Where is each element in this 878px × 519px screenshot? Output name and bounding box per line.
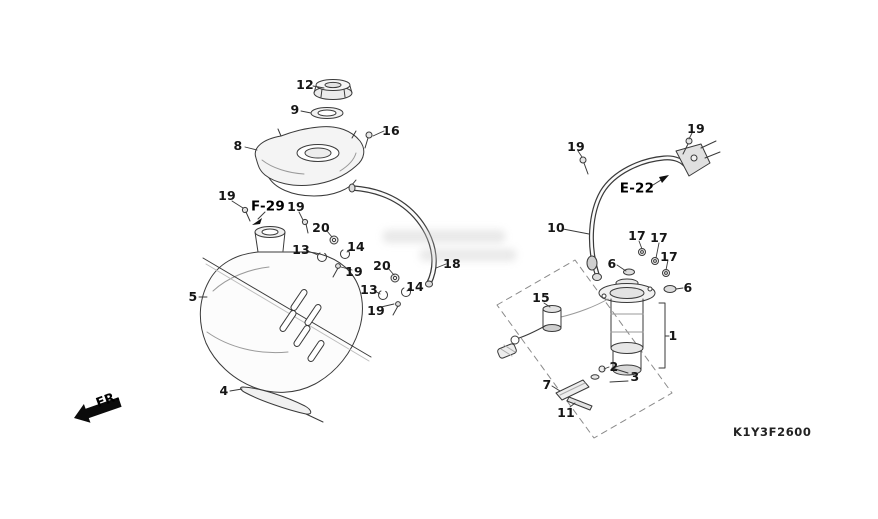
part-number-label: 4 — [219, 382, 229, 398]
part-number-label: 11 — [557, 404, 575, 420]
plate-and-bolt-icons — [555, 379, 593, 411]
part-number-label: 7 — [542, 376, 552, 392]
front-direction-arrow — [74, 397, 122, 423]
fuel-pump-module-icon — [598, 278, 656, 376]
cover-screw-icon — [364, 131, 373, 149]
part-number-label: 16 — [382, 122, 400, 138]
part-number-label: 15 — [532, 289, 550, 305]
packing-parts-icons — [590, 365, 629, 383]
fuel-feed-hose-icon — [586, 155, 690, 281]
cap-seal-ring-icon — [310, 107, 344, 119]
reference-arrows — [252, 175, 669, 225]
breather-hose-icon — [348, 183, 437, 288]
part-number-label: 19 — [345, 263, 363, 279]
filler-neck-icon — [254, 226, 286, 253]
watermark-smudge — [383, 230, 505, 243]
part-number-label: 12 — [296, 76, 314, 92]
watermark-smudge — [420, 249, 516, 261]
diagram-ref-label: E-22 — [619, 180, 655, 197]
part-number-label: 5 — [188, 288, 198, 304]
part-number-label: 19 — [367, 302, 385, 318]
part-number-label: 17 — [628, 227, 646, 243]
part-number-label: 9 — [290, 101, 300, 117]
assembly-bracket-line — [658, 302, 670, 369]
part-number-label: 18 — [443, 255, 461, 271]
part-number-label: 1 — [668, 327, 678, 343]
leader-lines — [198, 85, 693, 408]
quick-connector-icon — [675, 140, 721, 177]
hose-clamp-set-a — [317, 235, 350, 278]
tank-bolt-icons-left — [241, 206, 309, 234]
tank-cover-icon — [254, 126, 366, 197]
part-number-label: 10 — [547, 219, 565, 235]
fuel-tank-icon — [199, 251, 372, 393]
part-number-label: 8 — [233, 137, 243, 153]
pump-unit-icon — [497, 298, 609, 359]
part-number-label: 13 — [292, 241, 310, 257]
part-number-label: 20 — [312, 219, 330, 235]
fuel-filler-cap-icon — [313, 79, 353, 100]
part-number-label: 3 — [630, 368, 640, 384]
diagram-ref-label: F-29 — [251, 198, 285, 215]
tank-vent-slots — [279, 289, 325, 362]
part-number-label: 19 — [218, 187, 236, 203]
part-number-label: 2 — [609, 358, 619, 374]
bolt-icons-right — [579, 137, 693, 175]
part-number-label: 6 — [607, 255, 617, 271]
part-number-label: 14 — [406, 278, 424, 294]
part-number-label: 14 — [347, 238, 365, 254]
part-number-label: 19 — [287, 198, 305, 214]
part-number-label: 17 — [650, 229, 668, 245]
part-number-label: 19 — [567, 138, 585, 154]
tank-cushion-strip-icon — [240, 386, 324, 423]
part-number-label: 6 — [683, 279, 693, 295]
part-number-label: 20 — [373, 257, 391, 273]
part-number-label: 13 — [360, 281, 378, 297]
part-number-label: 19 — [687, 120, 705, 136]
collar-and-seal-icons — [623, 248, 677, 293]
diagram-code: K1Y3F2600 — [733, 425, 812, 439]
hose-clamp-set-b — [378, 273, 411, 316]
part-number-label: 17 — [660, 248, 678, 264]
